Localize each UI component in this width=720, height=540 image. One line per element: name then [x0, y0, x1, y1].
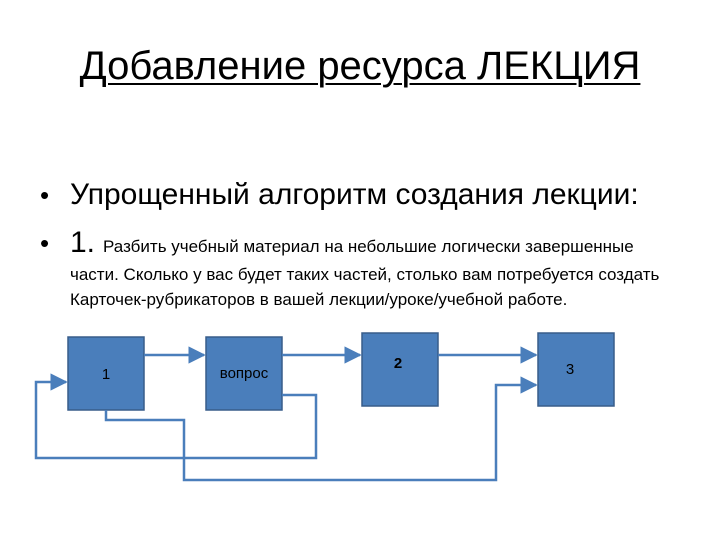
bullet-1-text: Упрощенный алгоритм создания лекции:	[70, 178, 639, 211]
bullet-2-text-continuation: части. Сколько у вас будет таких частей,…	[70, 265, 660, 309]
bullet-1: • Упрощенный алгоритм создания лекции:	[40, 178, 639, 212]
bullet-marker: •	[40, 228, 50, 258]
loop-question-to-1	[34, 373, 318, 460]
bullet-2-text-first: Разбить учебный материал на небольшие ло…	[103, 237, 634, 256]
bullet-2-number: 1.	[70, 226, 96, 259]
box-1	[67, 336, 145, 411]
box-2-label: 2	[394, 355, 402, 372]
box-3-label: 3	[566, 361, 574, 378]
box-1-label: 1	[102, 366, 110, 383]
box-2	[361, 332, 439, 407]
box-3	[537, 332, 615, 407]
box-question	[205, 336, 283, 411]
bullet-marker: •	[40, 180, 50, 210]
bullet-2: • 1. Разбить учебный материал на небольш…	[40, 226, 634, 260]
box-question-label: вопрос	[220, 365, 269, 382]
slide-title: Добавление ресурса ЛЕКЦИЯ	[79, 44, 641, 88]
loop-1-to-3	[104, 376, 538, 482]
